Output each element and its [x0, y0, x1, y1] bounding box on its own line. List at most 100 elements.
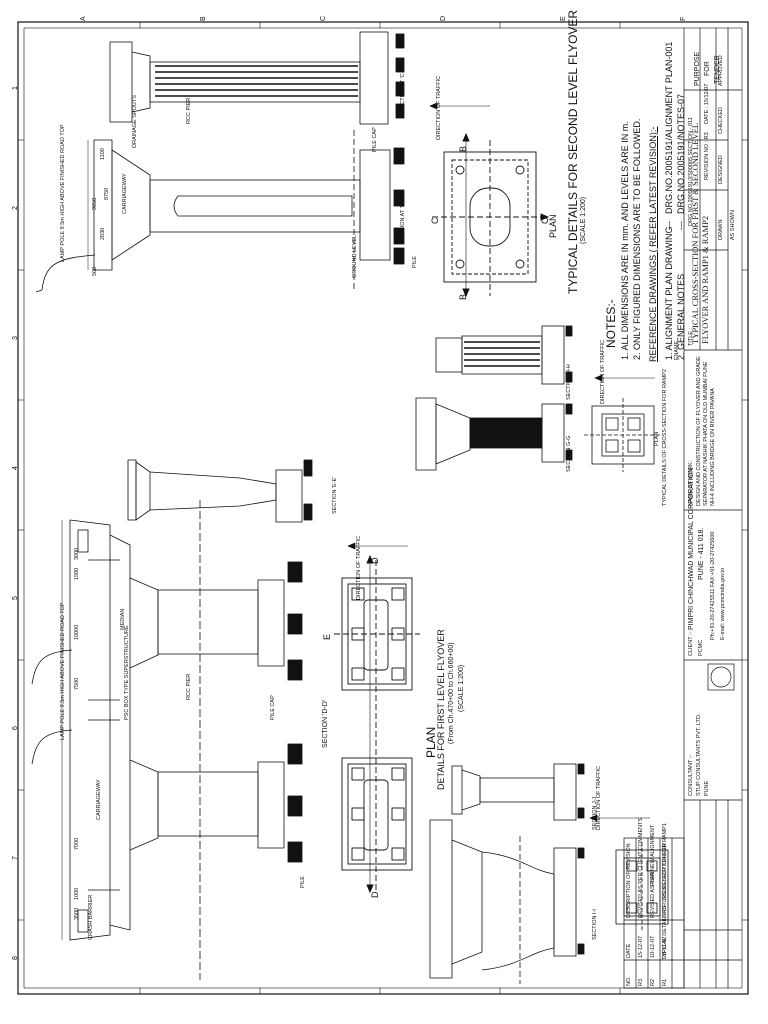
- border-row-e: E: [560, 16, 567, 21]
- crash-barrier-label: CRASH BARRIER: [88, 894, 94, 940]
- rev-header-no: NO.: [626, 976, 632, 986]
- ramp1-section-jj: [451, 763, 585, 821]
- border-row-c: C: [320, 15, 327, 21]
- second-level-section-cc: [109, 31, 405, 125]
- rcc-pier-label-top: RCC PIER: [186, 97, 192, 124]
- rev-row-3-no: R1: [662, 978, 668, 986]
- purpose-for: FOR: [704, 61, 711, 76]
- border-row-a: A: [80, 16, 87, 21]
- date-label: DATE : 15/12/07: [704, 83, 710, 124]
- reference-heading: REFERENCE DRAWINGS ( REFER LATEST REVISI…: [648, 126, 658, 362]
- client-email: E-mail: www.pcmcindia.gov.in: [720, 567, 726, 640]
- reference-item-1-dash: ---: [664, 221, 674, 230]
- ramp2-plan-label: PLAN: [654, 431, 660, 446]
- direction-traffic-top: DIRECTION OF TRAFFIC: [436, 75, 442, 140]
- client-name: PIMPRI CHINCHWAD MUNICIPAL CORPORATION: [688, 467, 695, 630]
- carriageway-label-top: CARRIAGEWAY: [122, 173, 128, 214]
- border-col-1: 1: [12, 86, 19, 90]
- revision-table-grid: [623, 837, 685, 989]
- purpose-label: PURPOSE: [694, 51, 701, 86]
- pile-cap-label-top: PILE CAP: [372, 127, 378, 152]
- checked-label: CHECKED: [718, 107, 724, 134]
- title-first-level-scale: (SCALE 1:200): [458, 664, 465, 712]
- outer-border: [17, 21, 749, 995]
- border-col-5: 5: [12, 596, 19, 600]
- section-letter-e: E: [322, 633, 332, 640]
- ramp2-section-hh: [435, 325, 573, 385]
- section-cc-label: SECTION AT 'C-C': [400, 66, 406, 112]
- lamp-post-label-top: LAMP POLE 9.5m HIGH ABOVE FINISHED ROAD …: [60, 124, 66, 262]
- section-gg-label: SECTION G-G: [566, 435, 572, 472]
- ramp2-title: TYPICAL DETAILS OF CROSS-SECTION FOR RAM…: [662, 369, 668, 506]
- consultant-label: CONSULTANT :-: [688, 754, 694, 796]
- consultant-name: STUP CONSULTANTS PVT. LTD.: [696, 713, 702, 796]
- rev-header-date: DATE: [626, 943, 632, 958]
- title-second-level-scale: (SCALE 1:200): [580, 196, 587, 244]
- title-first-level-sub: (From Ch.470+00 to Ch.660+00): [448, 642, 455, 744]
- dim-500: 500: [92, 266, 98, 276]
- client-city: PUNE - 411 018.: [698, 527, 705, 580]
- revision-label: REVISION NO : R3: [704, 132, 710, 180]
- carriageway-label-left: CARRIAGEWAY: [96, 779, 102, 820]
- border-col-6: 6: [12, 726, 19, 730]
- drg-no-label: DRG.NO.2005191/XS00005 SECTION - 011: [688, 117, 694, 226]
- section-hh-label: SECTION H-H: [566, 364, 572, 400]
- direction-traffic-ramp2: DIRECTION OF TRAFFIC: [600, 339, 606, 404]
- ramp1-section-ii: [429, 819, 585, 984]
- rev-row-1-no: R3: [638, 978, 644, 986]
- section-letter-b1: B: [458, 145, 468, 152]
- rcc-pier-label-left: RCC PIER: [186, 673, 192, 700]
- rev-header-desc: DESCRIPTION OF REVISION: [626, 843, 632, 918]
- pile-cap-label-left: PILE CAP: [270, 695, 276, 720]
- reference-item-1-label: 1. ALIGNMENT PLAN DRAWING: [664, 226, 674, 360]
- section-letter-d1: D: [370, 557, 380, 565]
- section-letter-b2: B: [458, 293, 468, 300]
- consultant-address: PUNE: [704, 780, 710, 796]
- psc-box-label: PSC BOX TYPE SUPERSTRUCTURE: [124, 625, 130, 720]
- second-level-plan: [432, 132, 550, 298]
- section-letter-d2: D: [370, 891, 380, 899]
- rev-row-2-date: 10-12-07: [650, 935, 656, 958]
- dim-1100: 1100: [100, 148, 106, 160]
- pile-label-left: PILE: [300, 876, 306, 888]
- name-of-work: DESIGN AND CONSTRUCTION OF FLYOVER AND G…: [696, 356, 716, 506]
- dim-3000: 3000: [74, 547, 80, 560]
- section-ee-label: SECTION 'E-E': [332, 476, 338, 514]
- reference-item-1-drg: DRG.NO.2005191/ALIGNMENT PLAN-001: [664, 41, 674, 214]
- ramp2-section-gg: [415, 397, 573, 471]
- dim-10000: 10000: [74, 624, 80, 640]
- border-col-4: 4: [12, 466, 19, 470]
- dim-9850: 9850: [92, 197, 98, 210]
- ground-level-label: GROUND LEVEL: [352, 234, 358, 278]
- purpose-value: TENDER: [714, 55, 721, 84]
- section-bb-label: SECTION AT 'B-B': [400, 197, 406, 242]
- title-block-grid: [683, 28, 742, 988]
- border-ticks: [18, 22, 748, 994]
- border-col-8: 8: [12, 956, 19, 960]
- rev-row-2-desc: REVISED AS PER NEW ALIGNMENT: [650, 824, 656, 918]
- section-dd-label: SECTION 'D-D': [322, 699, 329, 748]
- border-row-d: D: [440, 15, 447, 21]
- drainage-spouts-label: DRAINAGE SPOUTS: [132, 95, 138, 148]
- section-ii-label: SECTION I-I: [592, 909, 598, 940]
- reference-item-2-drg: DRG.NO.2005191/NOTES-07: [676, 93, 686, 214]
- dim-1000: 1000: [74, 887, 80, 900]
- dim-8750: 8750: [104, 187, 110, 200]
- first-level-section-dd: [31, 500, 303, 980]
- rev-row-1-desc: REVISED AS PER CLIENT COMMENTS: [638, 817, 644, 918]
- rev-row-3-date: 28-11-07: [662, 936, 668, 958]
- section-letter-c2: C: [540, 217, 550, 225]
- pile-label-top: PILE: [412, 256, 418, 268]
- client-phone: Ph:+91-20-27425511 FAX:+91-20-27425600: [710, 531, 716, 640]
- reference-item-2-dash: ---: [676, 221, 686, 230]
- rev-row-3-desc: FIRST ISSUED FOR TENDER: [662, 843, 668, 918]
- border-col-3: 3: [12, 336, 19, 340]
- direction-arrows: [347, 102, 655, 822]
- median-label: MEDIAN: [120, 608, 126, 630]
- dim-3500: 3500: [74, 907, 80, 920]
- direction-traffic-ramp1: DIRECTION OF TRAFFIC: [596, 765, 602, 830]
- dim-2030: 2030: [100, 227, 106, 240]
- ramp2-plan: [584, 398, 662, 472]
- inner-border: [23, 27, 743, 989]
